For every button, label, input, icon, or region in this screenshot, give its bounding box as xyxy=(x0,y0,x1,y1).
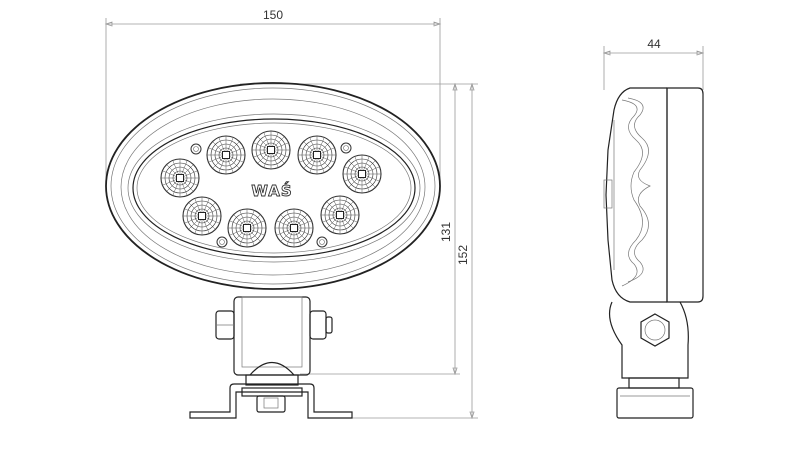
front-view-lamp: WAŚ xyxy=(105,82,441,290)
dimension-width-label: 150 xyxy=(263,8,283,22)
led-lens-icon xyxy=(182,196,222,236)
led-lens-icon xyxy=(206,135,246,175)
dimension-height-lamp-label: 131 xyxy=(439,222,453,242)
screw-icon xyxy=(316,236,328,248)
dimension-height-total: 152 xyxy=(456,82,475,420)
dimension-height-total-label: 152 xyxy=(456,245,470,265)
led-lens-icon xyxy=(342,154,382,194)
nut-right-icon xyxy=(309,310,327,340)
hex-bolt-icon xyxy=(640,313,670,347)
led-lens-icon xyxy=(320,195,360,235)
dimension-height-lamp: 131 xyxy=(240,82,478,419)
led-lens-icon xyxy=(297,135,337,175)
screw-icon xyxy=(190,143,202,155)
led-lens-icon xyxy=(227,208,267,248)
screw-dots xyxy=(190,142,352,248)
led-lens-icon xyxy=(251,130,291,170)
front-mount-bracket xyxy=(189,296,353,419)
dimension-depth: 44 xyxy=(602,37,705,90)
side-view-lamp xyxy=(603,87,704,419)
brand-logo: WAŚ xyxy=(251,181,292,200)
dimension-width: 150 xyxy=(104,8,442,185)
led-lens-icon xyxy=(160,158,200,198)
screw-icon xyxy=(216,236,228,248)
bolt-icon xyxy=(256,395,286,413)
dimension-depth-label: 44 xyxy=(647,37,661,51)
screw-icon xyxy=(340,142,352,154)
led-array xyxy=(160,130,382,248)
led-lens-icon xyxy=(274,208,314,248)
